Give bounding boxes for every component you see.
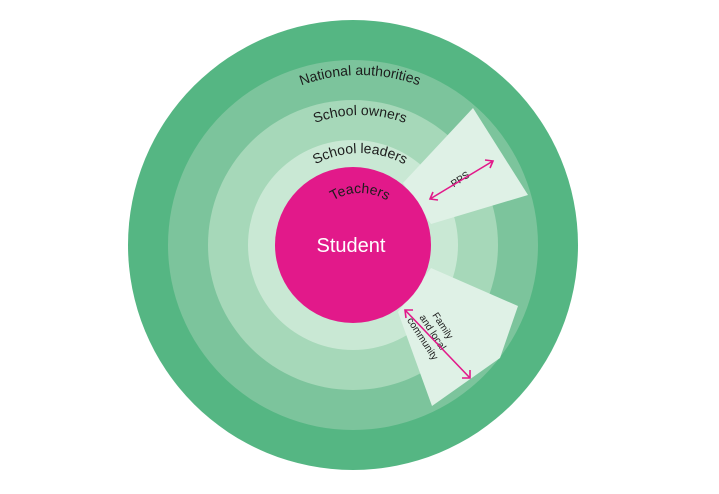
label-school-owners: School owners <box>311 102 409 126</box>
student-circle <box>275 167 431 323</box>
family-double-arrow-icon <box>404 309 471 379</box>
pps-double-arrow-icon <box>428 159 495 201</box>
sector-pps <box>403 108 528 224</box>
sector-family-community <box>398 268 518 406</box>
student-label: Student <box>317 235 386 257</box>
